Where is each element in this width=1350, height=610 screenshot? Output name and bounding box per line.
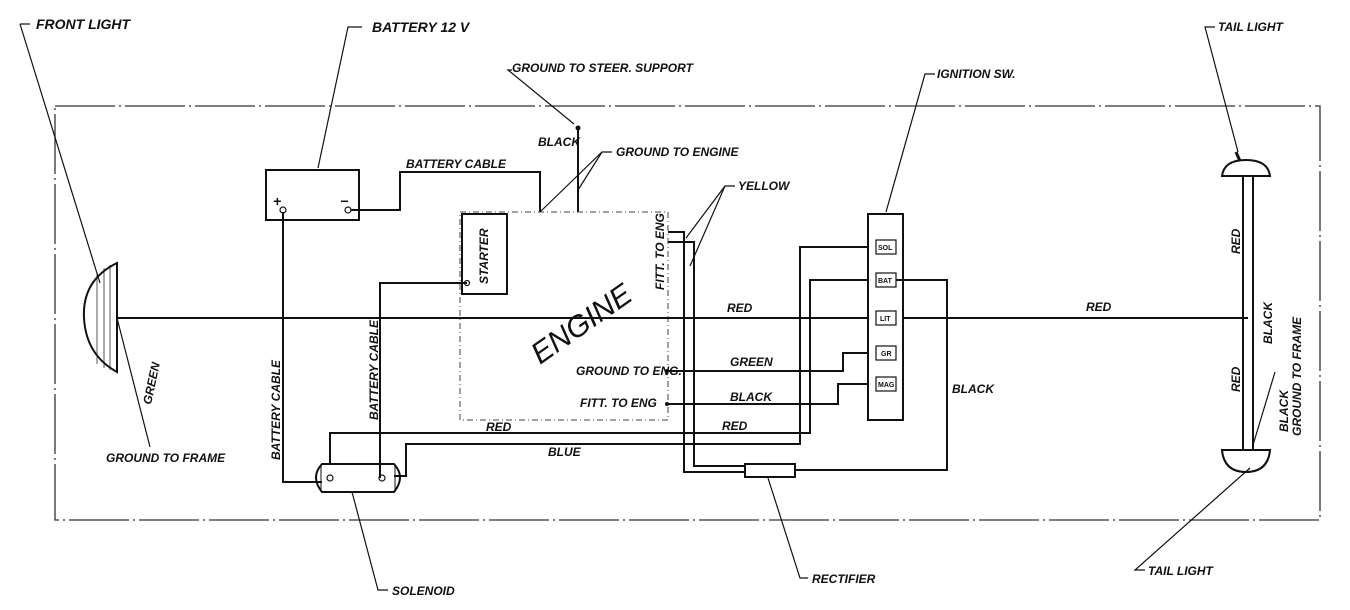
blue-wire: [394, 246, 876, 477]
solenoid: [315, 463, 401, 493]
fitt-to-eng-vertical-label: FITT. TO ENG: [653, 213, 667, 290]
battery-cable-mid-label: BATTERY CABLE: [367, 319, 381, 420]
solenoid-label: SOLENOID: [392, 584, 455, 598]
red-lower-right-label: RED: [722, 419, 748, 433]
tail-light-bottom: [1220, 449, 1272, 474]
red-main-label: RED: [727, 301, 753, 315]
red-lower-left-label: RED: [486, 420, 512, 434]
engine-label: ENGINE: [525, 277, 639, 371]
battery-cable-positive: [282, 212, 322, 483]
front-light-leader: [19, 23, 101, 284]
battery-minus: −: [340, 193, 348, 209]
ground-to-frame-label: GROUND TO FRAME: [106, 451, 226, 465]
front-ground-wire: [116, 317, 151, 448]
black-ground-frame-label-1: BLACK: [1277, 389, 1291, 432]
red-lower-wire: [329, 279, 876, 464]
yellow-label: YELLOW: [738, 179, 791, 193]
yellow-wire-1: [668, 231, 745, 473]
battery-cable-top-label: BATTERY CABLE: [406, 157, 507, 171]
red-tail-bottom-label: RED: [1229, 366, 1243, 392]
battery-plus: +: [273, 193, 281, 209]
battery-cable-left-label: BATTERY CABLE: [269, 359, 283, 460]
blue-label: BLUE: [548, 445, 582, 459]
battery-leader: [317, 26, 362, 169]
black-mid-wire: [667, 383, 876, 405]
fitt-to-eng-label: FITT. TO ENG: [580, 396, 657, 410]
rectifier: [744, 463, 796, 478]
black-tail-label: BLACK: [1261, 301, 1275, 344]
green-mid-label: GREEN: [730, 355, 773, 369]
red-tail-top-label: RED: [1229, 228, 1243, 254]
ignition-terminal-bat: BAT: [875, 272, 897, 288]
black-ground-frame-label-2: GROUND TO FRAME: [1290, 316, 1304, 436]
frame-outline: [54, 105, 1321, 521]
ground-steer-leader: [506, 69, 575, 125]
battery-minus-terminal: [344, 206, 352, 214]
svg-text:LIT: LIT: [880, 316, 891, 323]
battery-cable-starter: [379, 282, 467, 478]
red-right-label: RED: [1086, 300, 1112, 314]
ignition-terminal-mag: MAG: [875, 376, 897, 392]
black-right-wire: [795, 279, 948, 471]
black-mid-label: BLACK: [730, 390, 773, 404]
front-light-label: FRONT LIGHT: [36, 16, 132, 32]
rectifier-leader: [767, 477, 808, 579]
green-mid-wire: [667, 352, 876, 372]
green-front-label: GREEN: [140, 361, 163, 406]
yellow-wire-2: [668, 241, 745, 467]
ignition-label: IGNITION SW.: [937, 67, 1015, 81]
ignition-terminal-lit: LIT: [875, 310, 897, 326]
engine-outline: [459, 211, 669, 421]
svg-text:MAG: MAG: [878, 382, 895, 389]
ignition-terminal-sol: SOL: [875, 239, 897, 255]
black-top-label: BLACK: [538, 135, 581, 149]
ignition-terminal-gr: GR: [875, 345, 897, 361]
starter: [461, 213, 508, 295]
black-right-label: BLACK: [952, 382, 995, 396]
solenoid-leader: [351, 491, 388, 591]
tail-light-top-leader: [1204, 26, 1239, 153]
battery-cable-negative: [351, 171, 541, 212]
front-light: [82, 261, 118, 374]
svg-text:GR: GR: [881, 351, 892, 358]
ground-steer-point: [575, 125, 581, 131]
yellow-leader-1: [685, 185, 735, 239]
ignition-leader: [885, 73, 935, 213]
ground-engine-leader-1: [539, 151, 612, 213]
tail-ground-wire: [1252, 371, 1276, 446]
starter-label: STARTER: [477, 228, 491, 284]
svg-text:BAT: BAT: [878, 278, 893, 285]
tail-light-bottom-leader: [1133, 467, 1251, 571]
battery-label: BATTERY 12 V: [372, 19, 471, 35]
rectifier-label: RECTIFIER: [812, 572, 876, 586]
tail-light-top: [1220, 151, 1272, 177]
tail-light-bottom-label: TAIL LIGHT: [1148, 564, 1215, 578]
ground-steer-label: GROUND TO STEER. SUPPORT: [512, 61, 695, 75]
tail-light-top-label: TAIL LIGHT: [1218, 20, 1285, 34]
svg-text:SOL: SOL: [878, 245, 893, 252]
ground-to-eng-label: GROUND TO ENG.: [576, 364, 682, 378]
ground-engine-label: GROUND TO ENGINE: [616, 145, 739, 159]
ground-engine-leader-2: [577, 151, 603, 191]
yellow-leader-2: [689, 185, 726, 267]
